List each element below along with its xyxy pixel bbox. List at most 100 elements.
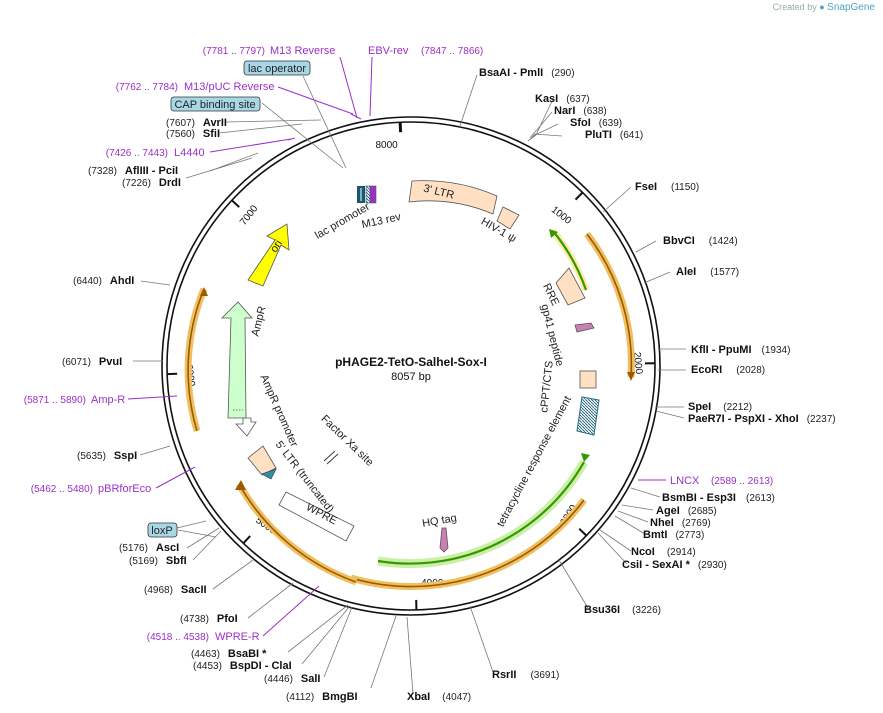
svg-text:(4463)BsaBI *: (4463)BsaBI * (191, 648, 267, 660)
svg-text:NcoI(2914): NcoI(2914) (631, 546, 696, 558)
tre-hatched-feature[interactable] (576, 396, 600, 436)
gp41-feature[interactable] (574, 322, 595, 333)
enzyme-agei[interactable]: AgeI(2685) (656, 505, 717, 517)
tick-mark-3000 (578, 527, 588, 537)
primer-lncx-name[interactable]: LNCX (670, 475, 700, 487)
green-feature-arrow-lower[interactable] (377, 461, 585, 565)
ampr-feature[interactable] (221, 301, 253, 419)
ori-label: ori (268, 238, 285, 255)
enzyme-kfli[interactable]: KflI - PpuMI(1934) (691, 344, 790, 356)
enzyme-drdi[interactable]: (7226)DrdI (122, 177, 181, 189)
enzyme-asci[interactable]: (5176)AscI (119, 542, 179, 554)
ampr-promoter-feature[interactable] (235, 417, 257, 437)
loxp-box[interactable]: loxP (147, 522, 178, 538)
rre-feature[interactable] (555, 267, 586, 306)
enzyme-pfoi[interactable]: (4738)PfoI (180, 613, 238, 625)
enzyme-paer7i[interactable]: PaeR7I - PspXI - XhoI(2237) (688, 413, 836, 425)
enzyme-ecori[interactable]: EcoRI(2028) (691, 364, 765, 376)
hq-tag-feature[interactable] (439, 527, 449, 553)
svg-text:CsiI - SexAI *(2930): CsiI - SexAI *(2930) (622, 559, 727, 571)
enzyme-ahdi[interactable]: (6440)AhdI (73, 275, 134, 287)
enzyme-avrii[interactable]: (7607)AvrII (166, 117, 227, 129)
primer-pbrforeco-name[interactable]: pBRforEco (98, 483, 151, 495)
enzyme-bspdi[interactable]: (4453)BspDI - ClaI (193, 660, 292, 672)
enzyme-sacii[interactable]: (4968)SacII (144, 584, 207, 596)
ltr5-feature[interactable] (247, 445, 277, 476)
lac-operator-box[interactable]: lac operator (243, 60, 311, 76)
orange-feature-arrow-left-bottom[interactable] (238, 483, 357, 583)
tick-mark-1000 (574, 191, 584, 201)
enzyme-sfoi[interactable]: SfoI(639) (570, 117, 622, 129)
wpre-feature[interactable] (278, 491, 355, 542)
factor-xa-feature[interactable] (323, 450, 339, 465)
primer-m13-reverse-name[interactable]: M13 Reverse (270, 45, 335, 57)
svg-text:BbvCI(1424): BbvCI(1424) (663, 235, 738, 247)
svg-text:AleI(1577): AleI(1577) (676, 266, 739, 278)
enzyme-bmti[interactable]: BmtI(2773) (643, 529, 704, 541)
enzyme-afliii[interactable]: (7328)AflIII - PciI (88, 165, 178, 177)
plasmid-length: 8057 bp (391, 371, 431, 383)
enzyme-csii[interactable]: CsiI - SexAI *(2930) (622, 559, 727, 571)
enzyme-kasi[interactable]: KasI(637) (535, 93, 590, 105)
cap-binding-site-box[interactable]: CAP binding site (170, 96, 261, 112)
tick-label-7000: 7000 (238, 203, 261, 228)
cppt-feature[interactable] (579, 370, 597, 389)
tick-label-8000: 8000 (375, 140, 398, 151)
factor-xa-label: Factor Xa site (319, 413, 376, 469)
svg-text:(4968)SacII: (4968)SacII (144, 584, 207, 596)
ampr-label: AmpR (250, 305, 269, 338)
orange-feature-arrow-right[interactable] (586, 233, 633, 378)
enzyme-bsabi[interactable]: (4463)BsaBI * (191, 648, 267, 660)
svg-text:(7226)DrdI: (7226)DrdI (122, 177, 181, 189)
enzyme-bbvci[interactable]: BbvCI(1424) (663, 235, 738, 247)
loxp-label: loxP (151, 525, 172, 537)
primer-ampr-range: (5871 .. 5890) (24, 395, 86, 406)
svg-text:(5169)SbfI: (5169)SbfI (129, 555, 187, 567)
svg-text:NheI(2769): NheI(2769) (650, 517, 711, 529)
enzyme-nhei[interactable]: NheI(2769) (650, 517, 711, 529)
enzyme-sali[interactable]: (4446)SalI (264, 673, 320, 685)
enzyme-bsu36i[interactable]: Bsu36I(3226) (584, 604, 661, 616)
primer-wpre-r-range: (4518 .. 4538) (147, 632, 209, 643)
svg-text:PluTI(641): PluTI(641) (585, 129, 643, 141)
cap-binding-site-label: CAP binding site (174, 99, 255, 111)
enzyme-sspi[interactable]: (5635)SspI (77, 450, 137, 462)
created-by-text: Created by (772, 2, 817, 12)
lac-operator-label: lac operator (248, 63, 306, 75)
orange-feature-arrow-left[interactable] (187, 288, 205, 432)
ltr3-feature[interactable] (408, 180, 498, 215)
svg-text:(4738)PfoI: (4738)PfoI (180, 613, 238, 625)
enzyme-pluti[interactable]: PluTI(641) (585, 129, 643, 141)
enzyme-sfii[interactable]: (7560)SfiI (166, 128, 220, 140)
enzyme-bmgbi[interactable]: (4112)BmgBI (286, 691, 358, 703)
enzyme-bsaai[interactable]: BsaAI - PmlI(290) (479, 67, 575, 79)
primer-l4440-name[interactable]: L4440 (174, 147, 205, 159)
svg-text:(4446)SalI: (4446)SalI (264, 673, 320, 685)
orange-feature-arrow-lower[interactable] (350, 499, 585, 588)
enzyme-sbfi[interactable]: (5169)SbfI (129, 555, 187, 567)
primer-m13puc-name[interactable]: M13/pUC Reverse (184, 81, 274, 93)
svg-text:(4112)BmgBI: (4112)BmgBI (286, 691, 358, 703)
primer-wpre-r-name[interactable]: WPRE-R (215, 631, 260, 643)
enzyme-nari[interactable]: NarI(638) (554, 105, 607, 117)
tick-label-1000: 1000 (549, 204, 574, 227)
enzyme-alei[interactable]: AleI(1577) (676, 266, 739, 278)
primer-ampr-name[interactable]: Amp-R (91, 394, 125, 406)
enzyme-ncoi[interactable]: NcoI(2914) (631, 546, 696, 558)
svg-text:NarI(638): NarI(638) (554, 105, 607, 117)
enzyme-spei[interactable]: SpeI(2212) (688, 401, 752, 413)
gp41-label: gp41 peptide (538, 303, 565, 368)
cppt-label: cPPT/CTS (538, 360, 555, 413)
svg-text:BsaAI - PmlI(290): BsaAI - PmlI(290) (479, 67, 575, 79)
enzyme-pvui[interactable]: (6071)PvuI (62, 356, 122, 368)
enzyme-fsei[interactable]: FseI(1150) (635, 181, 699, 193)
tre-label: tetracycline response element (495, 394, 574, 529)
svg-text:KasI(637): KasI(637) (535, 93, 590, 105)
enzyme-xbai[interactable]: XbaI(4047) (407, 691, 471, 703)
snapgene-name: SnapGene (827, 2, 875, 13)
enzyme-bsmbi[interactable]: BsmBI - Esp3I(2613) (662, 492, 775, 504)
enzyme-rsrii[interactable]: RsrII(3691) (492, 669, 559, 681)
ori-feature[interactable] (247, 223, 290, 287)
primer-ebv-rev-name[interactable]: EBV-rev (368, 45, 409, 57)
hiv-psi-feature[interactable] (496, 206, 520, 230)
